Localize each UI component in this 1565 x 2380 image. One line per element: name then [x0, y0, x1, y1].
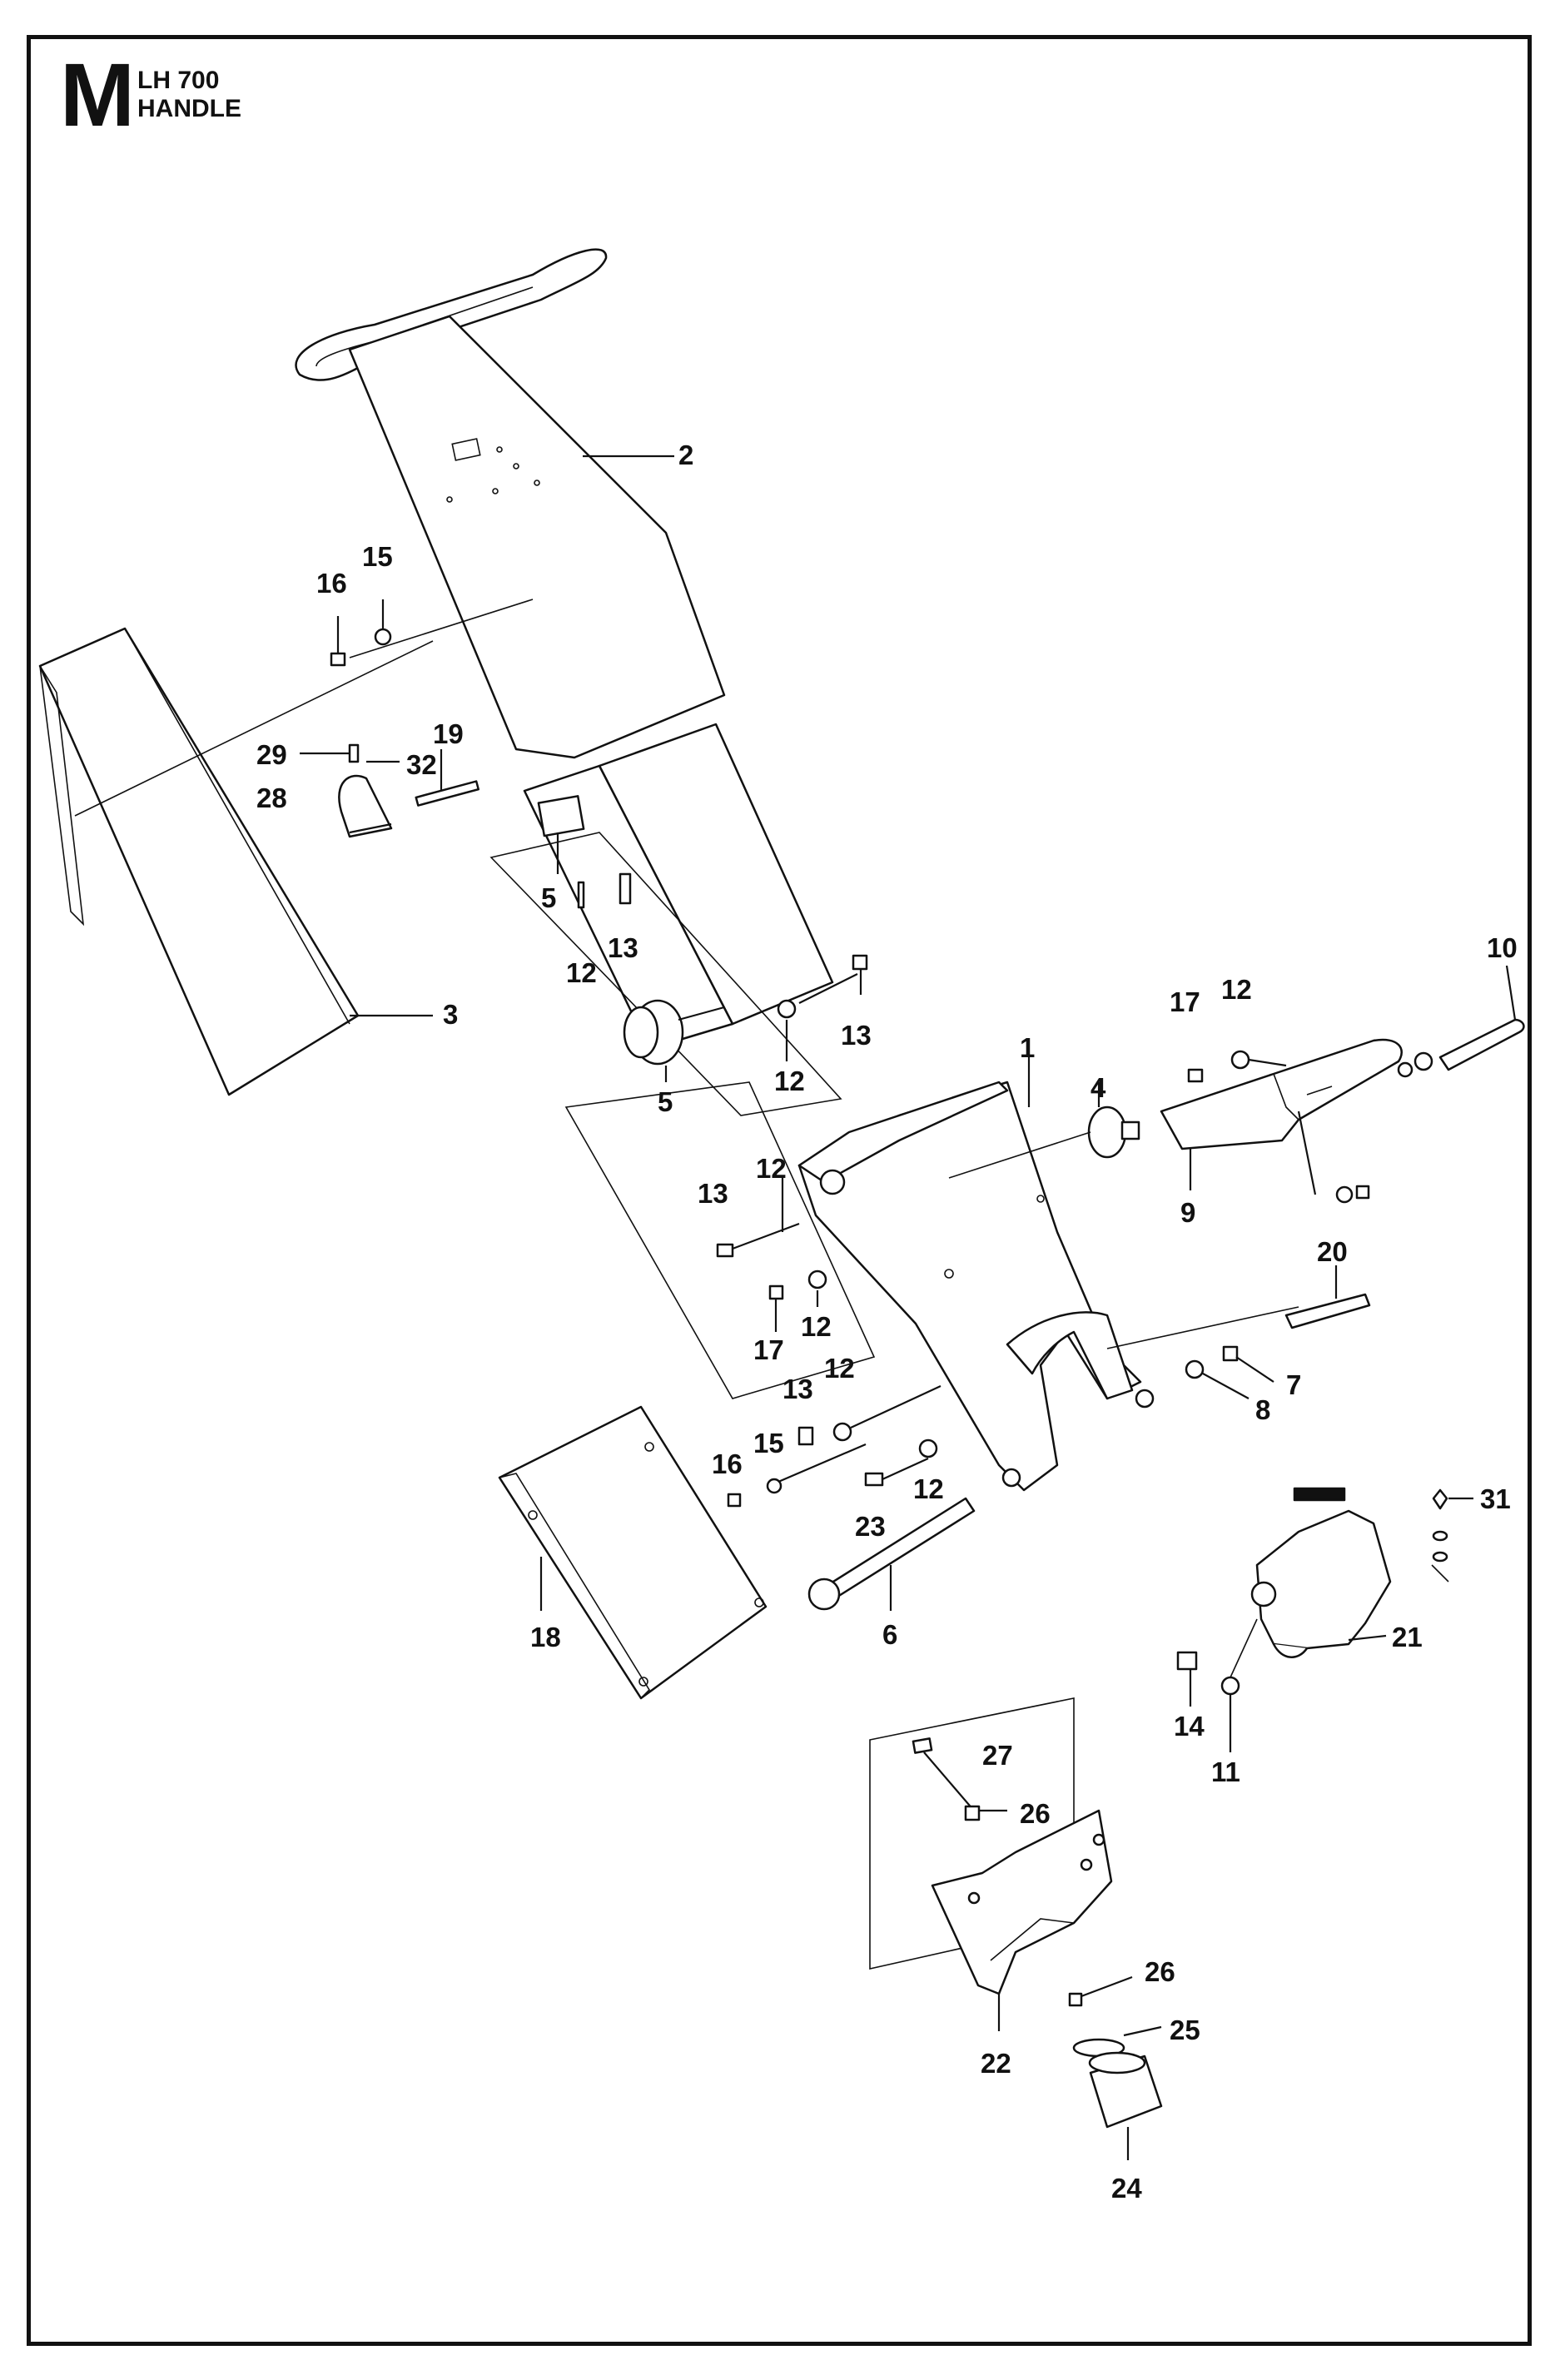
bolt-16a: [330, 616, 346, 667]
label-25: 25: [1170, 2015, 1200, 2045]
bolt-27: [912, 1737, 975, 1811]
label-12a: 12: [566, 957, 597, 988]
bolt-7: [1222, 1345, 1239, 1362]
label-13c: 13: [698, 1178, 728, 1209]
label-14: 14: [1174, 1711, 1205, 1742]
label-12e: 12: [801, 1311, 832, 1342]
nut-26a: [964, 1805, 981, 1821]
main-frame-part: [797, 1081, 1155, 1492]
label-32: 32: [406, 749, 437, 780]
label-17b: 17: [753, 1334, 784, 1365]
label-21: 21: [1392, 1622, 1423, 1652]
label-12b: 12: [1221, 974, 1252, 1005]
bolt-13b: [852, 954, 868, 971]
label-22: 22: [981, 2048, 1011, 2079]
washer-12e: [807, 1269, 827, 1289]
nut-17b: [768, 1284, 784, 1300]
column-part: [489, 723, 876, 1399]
label-12f: 12: [824, 1353, 855, 1384]
label-4: 4: [1091, 1072, 1106, 1103]
guard-18: [498, 1405, 768, 1700]
section-name: HANDLE: [137, 95, 241, 122]
label-1: 1: [1020, 1032, 1035, 1063]
label-12c: 12: [774, 1066, 805, 1096]
label-8: 8: [1255, 1394, 1270, 1425]
label-28: 28: [256, 783, 287, 813]
bracket-21: [1250, 1487, 1392, 1658]
label-24: 24: [1111, 2173, 1142, 2204]
label-2: 2: [678, 440, 693, 470]
label-18: 18: [530, 1622, 561, 1652]
label-13a: 13: [608, 932, 638, 963]
washer-12g: [918, 1438, 938, 1458]
label-12d: 12: [756, 1153, 787, 1184]
label-6: 6: [882, 1619, 897, 1650]
label-13b: 13: [841, 1020, 872, 1051]
bolt-13c: [716, 1243, 734, 1258]
washer-12f: [832, 1422, 852, 1442]
rubber-buffer-5b: [623, 999, 684, 1066]
label-31: 31: [1480, 1483, 1511, 1514]
grease-nipple-31: [1432, 1488, 1448, 1563]
upper-handle-part: [295, 248, 726, 759]
washer-15b: [766, 1478, 782, 1494]
washer-11: [1220, 1676, 1240, 1696]
wheel-24: [1088, 2051, 1163, 2129]
label-7: 7: [1286, 1369, 1301, 1400]
lever-bracket-28: [338, 774, 393, 838]
nut-17a: [1187, 1068, 1204, 1083]
label-15a: 15: [362, 541, 393, 572]
washer-15a: [374, 628, 392, 646]
decal: [1293, 1487, 1346, 1502]
label-3: 3: [443, 999, 458, 1030]
nut-26b: [1068, 1992, 1083, 2007]
page-frame: [27, 35, 1532, 2346]
label-26a: 26: [1020, 1798, 1051, 1829]
label-27: 27: [982, 1740, 1013, 1771]
label-5b: 5: [658, 1086, 673, 1117]
label-26b: 26: [1145, 1956, 1175, 1987]
label-16a: 16: [316, 568, 347, 599]
throttle-handle-9: [1160, 1038, 1403, 1150]
label-23: 23: [855, 1511, 886, 1542]
label-10: 10: [1487, 932, 1518, 963]
label-20: 20: [1317, 1236, 1348, 1267]
section-title: LH 700 HANDLE: [137, 67, 241, 123]
label-13d: 13: [782, 1374, 813, 1404]
washer-12c: [777, 999, 797, 1019]
bolt-16b: [727, 1493, 742, 1508]
label-15b: 15: [753, 1428, 784, 1458]
model-name: LH 700: [137, 67, 220, 94]
label-5a: 5: [541, 882, 556, 913]
label-29: 29: [256, 739, 287, 770]
label-16b: 16: [712, 1448, 743, 1479]
side-cover-part: [38, 627, 434, 1096]
label-17a: 17: [1170, 986, 1200, 1017]
label-19: 19: [433, 718, 464, 749]
bolt-13d: [797, 1426, 814, 1446]
washer-8: [1185, 1359, 1205, 1379]
label-12g: 12: [913, 1473, 944, 1504]
bolt-13a: [619, 872, 632, 905]
support-bracket-22: [931, 1809, 1113, 1995]
pad-5a: [537, 795, 585, 837]
bolt-14: [1176, 1651, 1198, 1671]
pin-20: [1284, 1293, 1371, 1329]
pin-19: [415, 780, 480, 807]
axle-6: [807, 1497, 976, 1611]
bolt-23: [864, 1472, 884, 1487]
lever-10: [1397, 1018, 1525, 1078]
screw-29: [348, 743, 360, 763]
label-11: 11: [1211, 1756, 1240, 1787]
washer-12b: [1230, 1050, 1250, 1070]
section-letter: M: [60, 44, 135, 145]
buffer-4: [1087, 1106, 1140, 1159]
clip-12a: [577, 881, 585, 909]
label-9: 9: [1180, 1197, 1195, 1228]
